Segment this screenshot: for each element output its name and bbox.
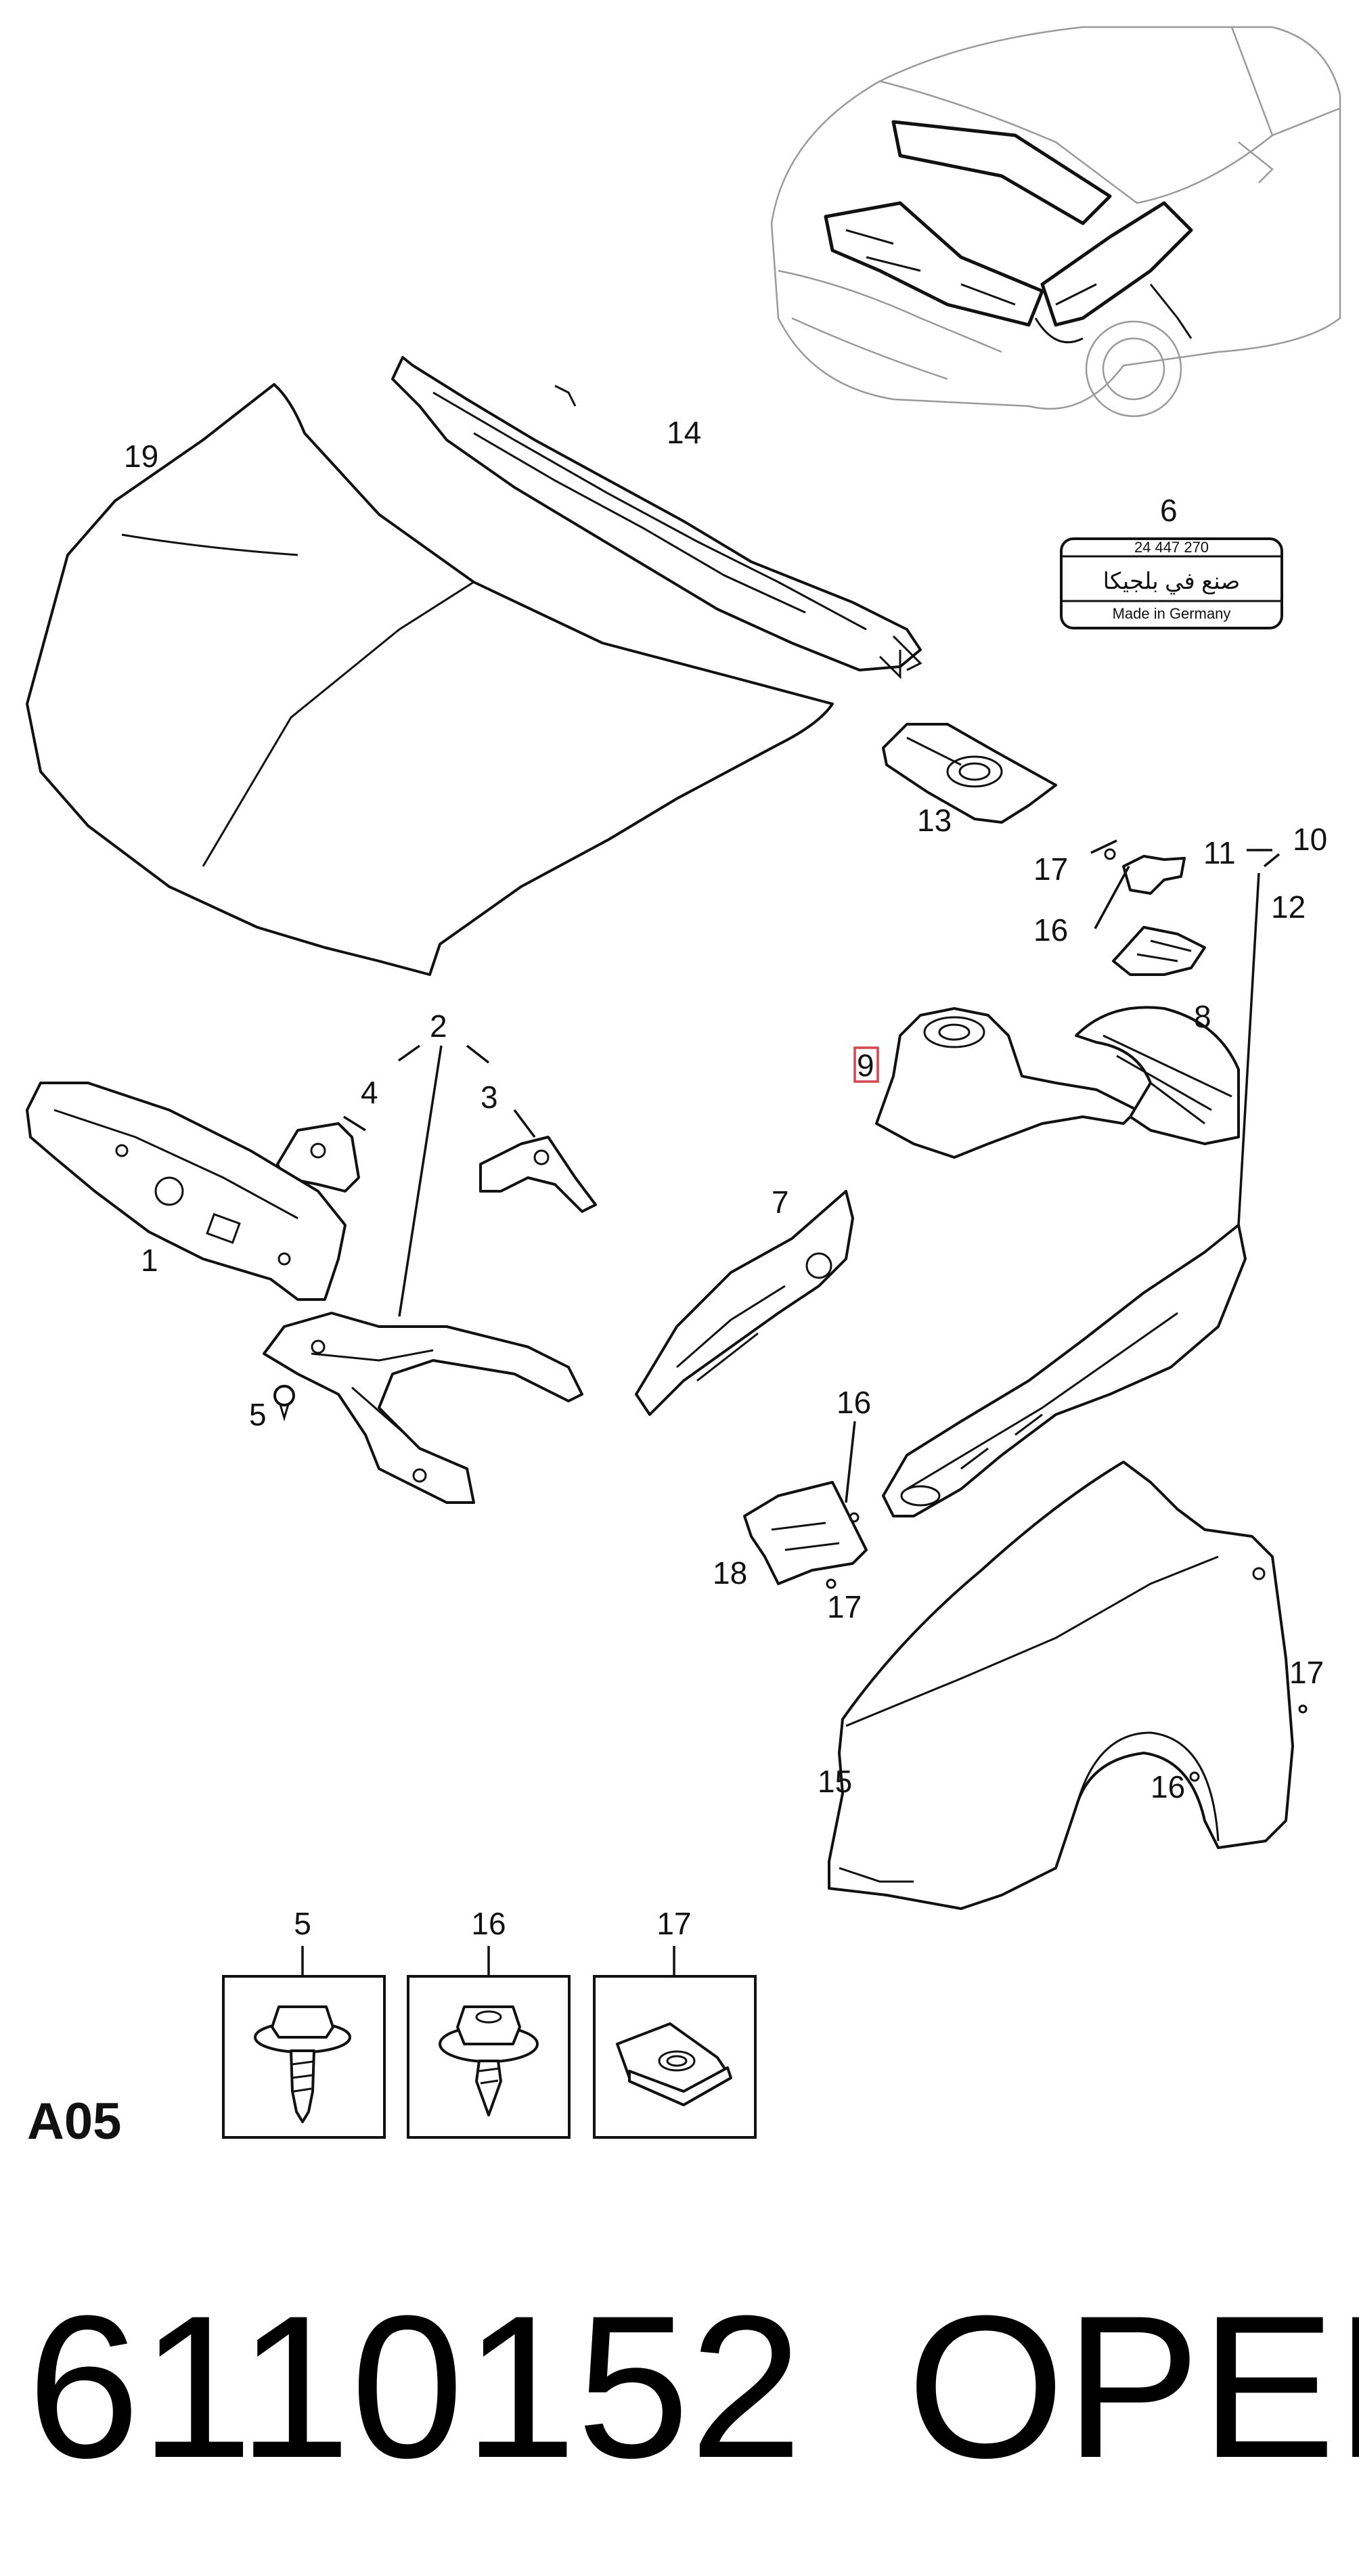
callout-2: 2	[430, 1008, 447, 1044]
callout-19: 19	[124, 439, 158, 474]
label-plate-arabic-text: صنع في بلجيكا	[1103, 569, 1241, 595]
callout-16-middle: 16	[837, 1385, 871, 1420]
front-fender-part	[828, 1461, 1308, 1910]
callout-18: 18	[713, 1555, 747, 1591]
callout-5: 5	[249, 1397, 267, 1432]
callout-6: 6	[1160, 493, 1178, 528]
fastener-box-16-number: 16	[471, 1906, 506, 1941]
callout-12: 12	[1271, 889, 1306, 925]
fastener-box-5-number: 5	[294, 1906, 311, 1941]
leader-lines	[343, 839, 1280, 1503]
bracket-12-part	[1112, 926, 1206, 976]
fastener-box-5: 5	[222, 1906, 386, 2139]
callout-14: 14	[667, 415, 701, 450]
callout-17-lower: 17	[1289, 1655, 1324, 1690]
callout-13: 13	[917, 803, 952, 838]
callout-10: 10	[1293, 822, 1327, 857]
callout-16-lower: 16	[1151, 1769, 1185, 1804]
callout-numbers: 19 14 6 13 17 11 10 16 12 8 9 2 4 3 1 7 …	[124, 415, 1327, 1804]
bolt-5-part	[273, 1385, 295, 1422]
callout-11: 11	[1203, 835, 1236, 870]
speed-nut-clip-icon	[616, 2022, 732, 2106]
label-plate-number: 24 447 270	[1134, 539, 1209, 556]
section-code: A05	[27, 2093, 121, 2150]
side-member-part	[882, 1224, 1247, 1517]
front-frame-support-part	[263, 1312, 583, 1504]
callout-7: 7	[772, 1184, 789, 1220]
label-plate-origin-text: Made in Germany	[1113, 605, 1231, 622]
fastener-box-17: 17	[593, 1906, 757, 2139]
bracket-11-part	[1104, 848, 1186, 895]
fastener-box-16: 16	[407, 1906, 571, 2139]
callout-9: 9	[857, 1048, 874, 1083]
cowl-panel-part	[391, 356, 922, 680]
callout-3: 3	[481, 1080, 498, 1115]
bracket-13-part	[882, 723, 1057, 824]
hood-panel	[26, 383, 834, 976]
callout-4: 4	[361, 1075, 378, 1110]
callout-1: 1	[141, 1243, 158, 1278]
front-panel-part	[26, 1082, 347, 1301]
inner-panel-7-part	[635, 1190, 854, 1416]
callout-16-upper: 16	[1033, 912, 1068, 948]
brand-name: OPEL	[907, 2273, 1359, 2500]
fastener-reference-boxes: 5 16 17	[222, 1906, 757, 2139]
strut-tower-part	[853, 1007, 1138, 1159]
bracket-3-part	[479, 1136, 597, 1213]
label-plate-part: 24 447 270 صنع في بلجيكا Made in Germany	[1060, 537, 1283, 629]
fastener-box-17-number: 17	[656, 1906, 691, 1941]
wheel-arch-inner-part	[1075, 1006, 1240, 1145]
callout-15: 15	[818, 1764, 852, 1799]
callout-8: 8	[1194, 999, 1211, 1034]
part-number: 6110152	[27, 2273, 803, 2500]
bracket-18-part	[743, 1481, 868, 1589]
hex-flange-bolt-icon	[254, 2005, 351, 2123]
hex-nut-tapping-screw-icon	[439, 2005, 539, 2116]
callout-17-middle: 17	[827, 1589, 862, 1624]
vehicle-overview-drawing	[770, 26, 1341, 418]
highlight-box-9	[853, 1046, 879, 1083]
callout-17-upper: 17	[1033, 851, 1068, 887]
